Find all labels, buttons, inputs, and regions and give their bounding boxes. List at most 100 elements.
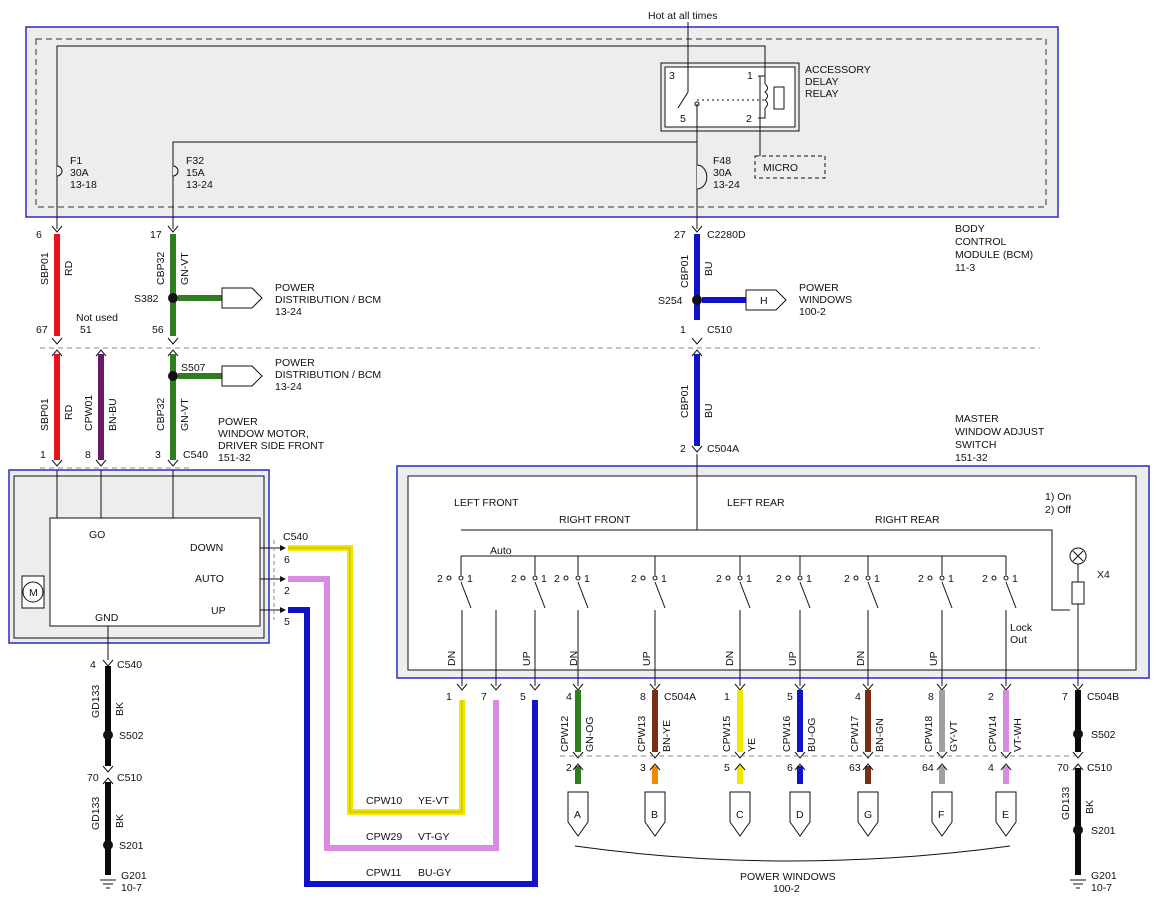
conn-c504a-top: C504A <box>707 443 739 455</box>
chev-g70a <box>102 765 114 773</box>
relay-label-3: RELAY <box>805 88 839 100</box>
ground-left-icon <box>100 879 116 889</box>
offpage-b-letter: B <box>651 809 658 821</box>
wire-cpw10-circuit: CPW10 <box>366 795 402 807</box>
pin-chevron <box>649 751 661 771</box>
wire-cbp01-low-circuit: CBP01 <box>679 385 691 418</box>
pin-b7: 7 <box>481 691 487 703</box>
chev-m1 <box>51 459 63 467</box>
section-left-rear: LEFT REAR <box>727 497 785 509</box>
splice-s382-label: S382 <box>134 293 159 305</box>
lamp-resistor <box>1071 581 1085 605</box>
relay-coil <box>773 86 785 110</box>
pin-67: 67 <box>36 324 48 336</box>
ground-right-name: G201 <box>1091 870 1117 882</box>
wire-cpw13-color: BN-YE <box>661 720 673 752</box>
offpage-power-dist-1-a: POWER <box>275 282 315 294</box>
wire-gd133-b-circuit: GD133 <box>90 797 102 830</box>
fuse-f48-icon <box>696 164 708 190</box>
splice-s201-right <box>1073 825 1083 835</box>
wire-cpw10 <box>288 545 465 815</box>
offpage-power-dist-2-b: DISTRIBUTION / BCM <box>275 369 381 381</box>
splice-s254 <box>692 295 702 305</box>
offpage-power-windows-h-a: POWER <box>799 282 839 294</box>
driver-motor-block <box>49 517 261 627</box>
relay-label-1: ACCESSORY <box>805 64 871 76</box>
wire-cpw15-circuit: CPW15 <box>721 716 733 752</box>
conn-c2280d: C2280D <box>707 229 746 241</box>
ground-left-name: G201 <box>121 870 147 882</box>
wire-cpw18-circuit: CPW18 <box>923 716 935 752</box>
wire-cbp32-top-circuit: CBP32 <box>155 252 167 285</box>
offpage-power-dist-2-c: 13-24 <box>275 381 302 393</box>
lock-label-1: Lock <box>1010 622 1033 634</box>
micro-label: MICRO <box>763 162 798 174</box>
relay-pin-3: 3 <box>669 70 675 82</box>
wire-cbp01-top-color: BU <box>703 261 715 276</box>
fuse-f48-ref: 13-24 <box>713 179 740 191</box>
offpage-power-dist-1-icon <box>221 287 263 309</box>
dir-7: DN <box>855 651 867 666</box>
wire-gd133-b-color: BK <box>114 814 126 828</box>
pin-o2: 2 <box>988 691 994 703</box>
switch-terminal <box>532 575 538 581</box>
dir-6: UP <box>787 651 799 666</box>
switch-terminal <box>853 575 859 581</box>
pin-m6: 6 <box>284 554 290 566</box>
dir-2: UP <box>521 651 533 666</box>
offpage-e-letter: E <box>1002 809 1009 821</box>
switch-pos-2: 2 <box>511 573 517 585</box>
conn-c504a-bottom: C504A <box>664 691 696 703</box>
switch-terminal <box>797 575 803 581</box>
splice-s502-right <box>1073 729 1083 739</box>
wire-sbp01-low-circuit: SBP01 <box>39 398 51 431</box>
dir-5: DN <box>724 651 736 666</box>
terminal-auto: AUTO <box>195 573 224 585</box>
master-switch-inner <box>407 475 1137 671</box>
dir-4: UP <box>641 651 653 666</box>
chev-504a <box>691 445 703 453</box>
pin-o4b: 4 <box>855 691 861 703</box>
conn-c510-right: C510 <box>1087 762 1112 774</box>
fuse-f32-name: F32 <box>186 155 204 167</box>
offpage-c-letter: C <box>736 809 744 821</box>
wire-sbp01-top-color: RD <box>63 260 75 276</box>
pin-l63: 63 <box>849 762 861 774</box>
motor-icon <box>22 581 44 603</box>
relay-inner <box>664 66 796 128</box>
pin-17: 17 <box>150 229 162 241</box>
offpage-power-dist-2-icon <box>221 365 263 387</box>
pin-2-c504a: 2 <box>680 443 686 455</box>
chev-g70c <box>1072 751 1084 759</box>
switch-contact <box>654 581 666 609</box>
switch-pos-1: 1 <box>467 573 473 585</box>
offpage-d-icon <box>789 791 811 837</box>
offpage-power-dist-1-b: DISTRIBUTION / BCM <box>275 294 381 306</box>
wire-sbp01-low-color: RD <box>63 404 75 420</box>
wire-cpw17-color: BN-GN <box>874 718 886 752</box>
offpage-a-icon <box>567 791 589 837</box>
fuse-f1-icon <box>56 165 63 177</box>
switch-contact <box>1005 581 1017 609</box>
mode-off: 2) Off <box>1045 504 1071 516</box>
relay-pin-5: 5 <box>680 113 686 125</box>
terminal-go: GO <box>89 529 105 541</box>
wire-gd133-a-color: BK <box>114 702 126 716</box>
pin-27: 27 <box>674 229 686 241</box>
wire-cpw10-color: YE-VT <box>418 795 450 807</box>
pin-l3: 3 <box>640 762 646 774</box>
power-windows-brace <box>574 845 1011 862</box>
pin-l64: 64 <box>922 762 934 774</box>
pin-chevron <box>1000 751 1012 771</box>
splice-s502-left-label: S502 <box>119 730 144 742</box>
fuse-f48-name: F48 <box>713 155 731 167</box>
switch-pos-2: 2 <box>844 573 850 585</box>
wire-cpw01-circuit: CPW01 <box>83 395 95 431</box>
master-label-4: 151-32 <box>955 452 988 464</box>
offpage-f-letter: F <box>938 809 944 821</box>
wire-cbp01-top-circuit: CBP01 <box>679 255 691 288</box>
wire-cpw12-circuit: CPW12 <box>559 716 571 752</box>
driver-motor-label-3: DRIVER SIDE FRONT <box>218 440 325 452</box>
switch-terminal <box>575 575 581 581</box>
